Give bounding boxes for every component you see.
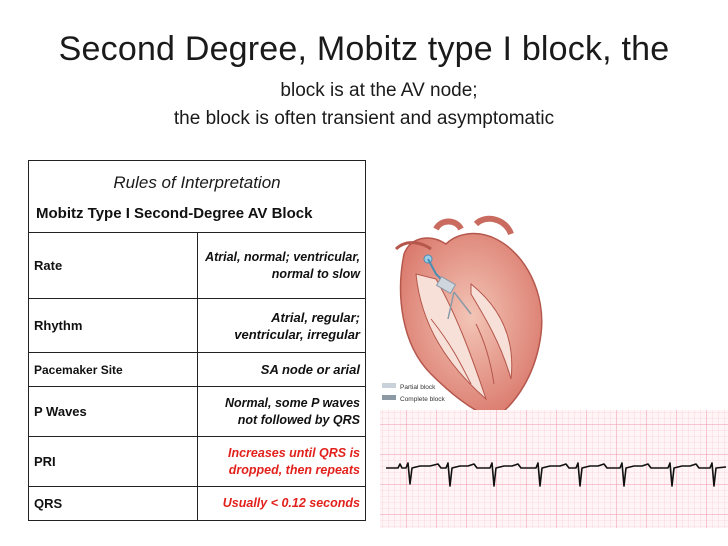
slide-subtitle-line-2: the block is often transient and asympto… [173,108,555,129]
table-row-pri: PRI Increases until QRS is dropped, then… [28,436,366,487]
ecg-strip [380,410,728,528]
row-value-rhythm: Atrial, regular; ventricular, irregular [196,298,366,353]
table-row-rhythm: Rhythm Atrial, regular; ventricular, irr… [28,298,366,353]
row-label-rate: Rate [28,232,198,299]
table-row-p-waves: P Waves Normal, some P waves not followe… [28,386,366,437]
partial-block-swatch [382,383,396,388]
table-header-row: Rules of Interpretation Mobitz Type I Se… [28,160,366,233]
table-row-rate: Rate Atrial, normal; ventricular, normal… [28,232,366,299]
table-row-pacemaker-site: Pacemaker Site SA node or arial [28,352,366,387]
legend-complete-block: Complete block [400,396,446,403]
row-value-pacemaker-site: SA node or arial [196,352,366,387]
row-label-pacemaker-site: Pacemaker Site [28,352,198,387]
complete-block-swatch [382,395,396,400]
table-header-cell: Rules of Interpretation Mobitz Type I Se… [28,160,366,233]
row-label-rhythm: Rhythm [28,298,198,353]
rules-table: Rules of Interpretation Mobitz Type I Se… [28,160,366,521]
row-label-p-waves: P Waves [28,386,198,437]
row-value-p-waves: Normal, some P waves not followed by QRS [196,386,366,437]
heart-ecg-figure: Partial block Complete block [380,215,728,528]
table-row-qrs: QRS Usually < 0.12 seconds [28,486,366,521]
row-value-qrs: Usually < 0.12 seconds [196,486,366,521]
slide-subtitle-line-1: block is at the AV node; [280,80,478,101]
table-header-title: Rules of Interpretation [113,173,281,192]
table-header-subtitle: Mobitz Type I Second-Degree AV Block [36,205,313,222]
legend-partial-block: Partial block [400,384,436,391]
row-value-pri: Increases until QRS is dropped, then rep… [196,436,366,487]
row-label-pri: PRI [28,436,198,487]
heart-illustration [394,215,543,420]
ecg-trace [386,462,727,487]
row-label-qrs: QRS [28,486,198,521]
slide-title: Second Degree, Mobitz type I block, the [58,30,670,68]
row-value-rate: Atrial, normal; ventricular, normal to s… [196,232,366,299]
block-legend: Partial block Complete block [382,383,446,403]
